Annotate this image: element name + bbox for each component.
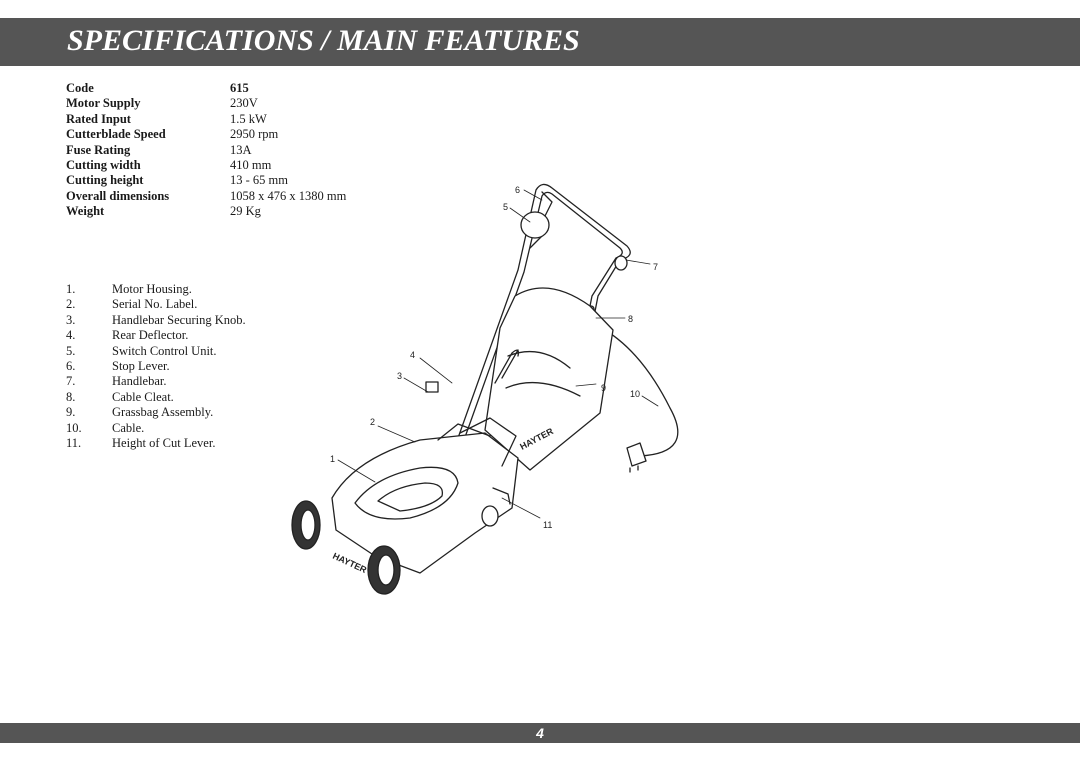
callout-11: 11 [543, 520, 552, 530]
list-item: 4. Rear Deflector. [66, 328, 246, 343]
part-number: 3. [66, 312, 76, 327]
spec-label: Cutterblade Speed [66, 127, 166, 142]
spec-row: Rated Input 1.5 kW [66, 112, 346, 127]
grassbag [484, 287, 614, 471]
part-name: Switch Control Unit. [112, 343, 217, 358]
list-item: 10. Cable. [66, 421, 246, 436]
switch-control-unit [520, 211, 550, 239]
header-band [0, 18, 1080, 66]
part-name: Rear Deflector. [112, 328, 189, 343]
part-name: Cable. [112, 420, 145, 435]
stop-lever [541, 191, 553, 217]
spec-label: Weight [66, 204, 105, 219]
callout-10: 10 [630, 389, 640, 399]
page-title: SPECIFICATIONS / MAIN FEATURES [67, 24, 580, 57]
spec-row: Motor Supply 230V [66, 96, 346, 111]
part-name: Motor Housing. [112, 282, 192, 296]
spec-label: Fuse Rating [66, 142, 131, 157]
spec-label: Cutting height [66, 173, 144, 188]
specifications-table: Code 615 Motor Supply 230V Rated Input 1… [66, 81, 346, 220]
callout-6: 6 [515, 185, 520, 195]
handle-crossbar [529, 235, 543, 249]
spec-label: Code [66, 81, 94, 95]
part-name: Handlebar. [112, 374, 167, 389]
spec-value: 615 [230, 81, 249, 95]
spec-value: 410 mm [230, 158, 272, 173]
plug [626, 442, 647, 467]
part-number: 10. [66, 420, 82, 435]
list-item: 2. Serial No. Label. [66, 297, 246, 312]
lawnmower-diagram: HAYTER HAYTER 1 2 3 4 5 6 7 8 9 10 11 [291, 183, 679, 595]
spec-label: Cutting width [66, 158, 141, 173]
part-name: Stop Lever. [112, 358, 170, 373]
callout-8: 8 [628, 314, 633, 324]
spec-label: Motor Supply [66, 96, 141, 111]
callout-4: 4 [410, 350, 415, 360]
spec-label: Overall dimensions [66, 188, 170, 203]
spec-value: 1.5 kW [230, 111, 267, 126]
callout-5: 5 [503, 202, 508, 212]
list-item: 6. Stop Lever. [66, 359, 246, 374]
brand-logo-deck: HAYTER [331, 551, 368, 576]
part-number: 7. [66, 374, 76, 389]
cable [597, 325, 679, 457]
spec-value: 2950 rpm [230, 127, 279, 142]
part-name: Height of Cut Lever. [112, 435, 216, 450]
part-number: 8. [66, 389, 76, 404]
part-number: 5. [66, 343, 76, 358]
motor-housing [331, 432, 519, 574]
handlebar-securing-knob [425, 381, 439, 393]
height-of-cut-lever [492, 487, 511, 505]
list-item: 9. Grassbag Assembly. [66, 405, 246, 420]
parts-list: 1. Motor Housing. 2. Serial No. Label. 3. H… [66, 282, 246, 451]
callout-3: 3 [397, 371, 402, 381]
list-item: 8. Cable Cleat. [66, 390, 246, 405]
part-name: Grassbag Assembly. [112, 405, 214, 420]
spec-row: Weight 29 Kg [66, 204, 346, 219]
spec-value: 29 Kg [230, 204, 261, 219]
spec-row: Cutterblade Speed 2950 rpm [66, 127, 346, 142]
list-item: 3. Handlebar Securing Knob. [66, 313, 246, 328]
part-number: 9. [66, 405, 76, 420]
spec-row: Overall dimensions 1058 x 476 x 1380 mm [66, 189, 346, 204]
spec-row: Cutting height 13 - 65 mm [66, 173, 346, 188]
spec-row: Cutting width 410 mm [66, 158, 346, 173]
spec-row: Fuse Rating 13A [66, 143, 346, 158]
list-item: 1. Motor Housing. [66, 282, 246, 297]
spec-value: 13 - 65 mm [230, 173, 288, 188]
callout-7: 7 [653, 262, 658, 272]
callout-2: 2 [370, 417, 375, 427]
part-name: Handlebar Securing Knob. [112, 312, 246, 327]
part-name: Cable Cleat. [112, 389, 174, 404]
spec-value: 230V [230, 96, 258, 111]
list-item: 5. Switch Control Unit. [66, 344, 246, 359]
list-item: 7. Handlebar. [66, 374, 246, 389]
part-number: 4. [66, 328, 76, 343]
spec-row: Code 615 [66, 81, 346, 96]
spec-value: 1058 x 476 x 1380 mm [230, 188, 347, 203]
spec-value: 13A [230, 142, 252, 157]
part-number: 6. [66, 358, 76, 373]
part-number: 2. [66, 297, 76, 312]
part-number: 11. [66, 435, 82, 450]
page-number: 4 [536, 725, 544, 741]
handlebar-clamp [614, 255, 628, 271]
list-item: 11. Height of Cut Lever. [66, 436, 246, 451]
spec-label: Rated Input [66, 111, 131, 126]
callout-1: 1 [330, 454, 335, 464]
callout-9: 9 [601, 383, 606, 393]
part-number: 1. [66, 282, 76, 296]
footer-band [0, 723, 1080, 743]
part-name: Serial No. Label. [112, 297, 198, 312]
